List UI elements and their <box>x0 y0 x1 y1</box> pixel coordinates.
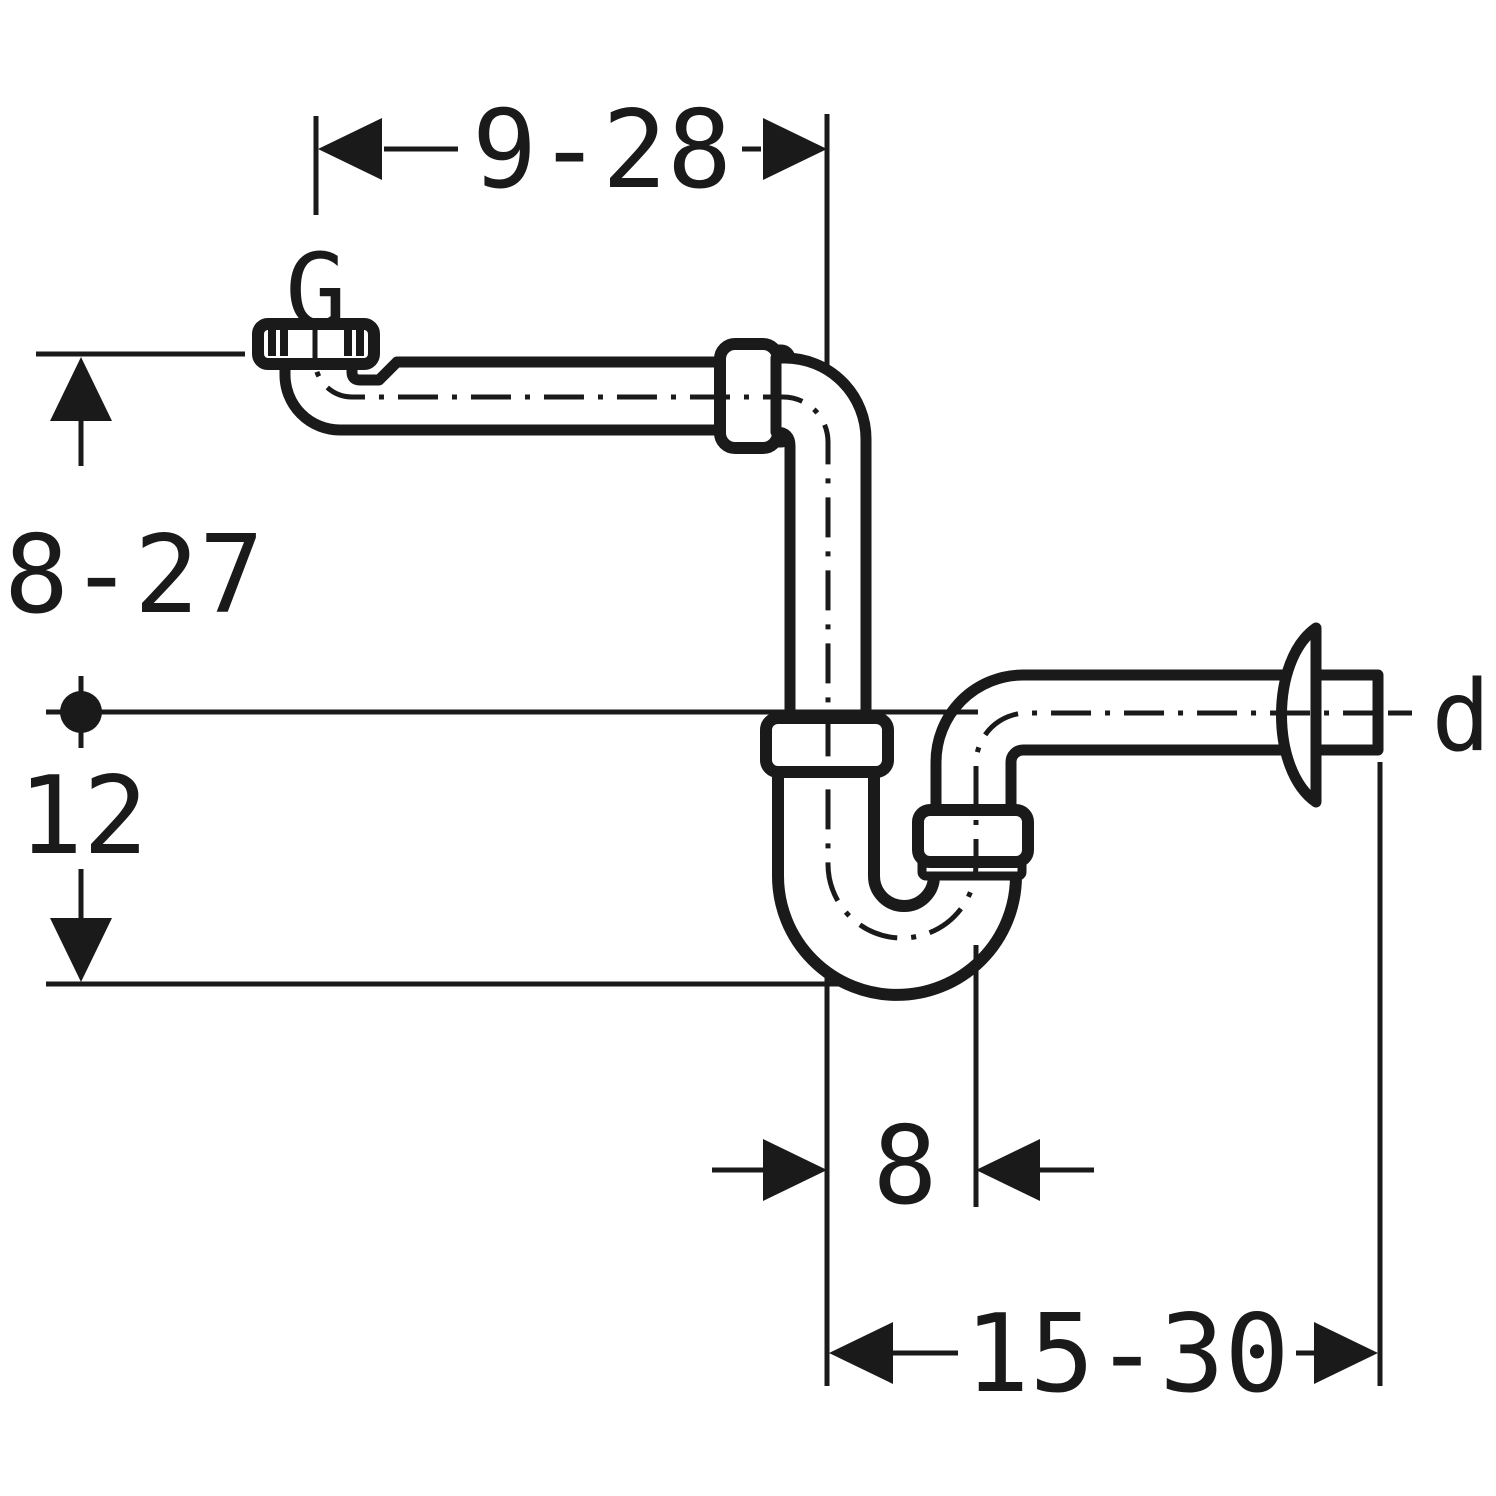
dim-offset-arrow-left <box>763 1139 827 1201</box>
pipe-inlet-elbow <box>770 352 872 730</box>
dim-top-arrow-right <box>763 118 827 180</box>
pipe-assembly <box>252 318 1384 1001</box>
dim-left-height-label: 8-27 <box>4 513 264 638</box>
centerline-main <box>312 318 1392 941</box>
trap-u-body <box>772 766 1022 1001</box>
dim-bottom-width-label: 15-30 <box>964 1292 1289 1417</box>
dimension-graphics <box>36 118 1383 1386</box>
dim-drop-arrow-down <box>50 918 112 982</box>
pipe-inlet-horizontal <box>279 350 728 436</box>
dimension-labels: 9-28 G 8-27 12 8 15-30 d <box>4 88 1491 1417</box>
dim-bottom-arrow-left <box>829 1322 893 1384</box>
inlet-thread-label: G <box>285 232 346 351</box>
underlay-extension-lines <box>313 114 830 1386</box>
centerlines <box>312 318 1412 941</box>
datum-dot <box>60 691 102 733</box>
outlet-diameter-label: d <box>1431 660 1490 774</box>
dim-left-arrow-up <box>50 357 112 421</box>
dim-offset-arrow-right <box>976 1139 1040 1201</box>
dim-center-offset-label: 8 <box>872 1104 937 1229</box>
dim-left-drop-label: 12 <box>18 754 148 879</box>
pipe-outlet-elbow <box>930 669 1384 822</box>
dim-top-arrow-left <box>318 118 382 180</box>
dim-bottom-arrow-right <box>1314 1322 1378 1384</box>
dim-top-width-label: 9-28 <box>472 88 732 213</box>
trap-outlet-nut <box>912 804 1034 868</box>
